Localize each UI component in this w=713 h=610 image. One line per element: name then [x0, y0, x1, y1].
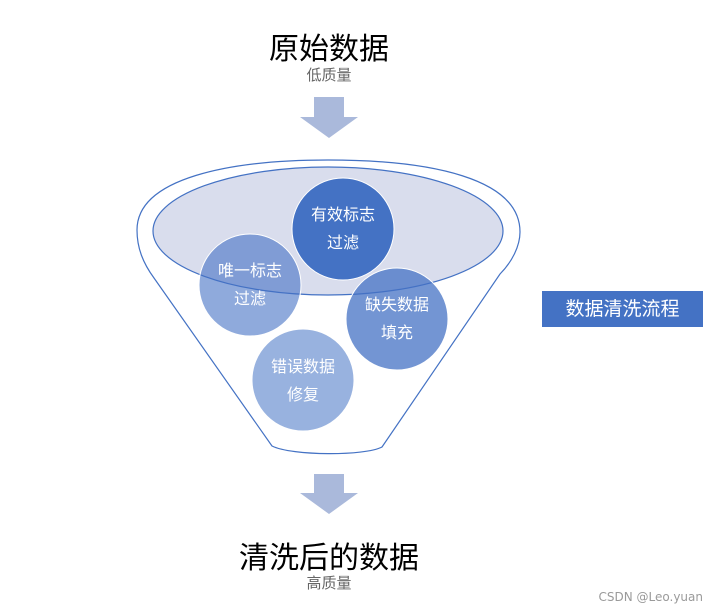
step-label-line1: 有效标志 [311, 205, 375, 224]
process-label: 数据清洗流程 [542, 291, 703, 327]
source-data-quality: 低质量 [306, 66, 352, 84]
step-circle-unique-flag-filter [198, 233, 302, 337]
step-label-line1: 缺失数据 [365, 295, 429, 314]
step-circle-missing-data-fill [345, 267, 449, 371]
step-label-line2: 过滤 [234, 289, 266, 308]
step-circle-error-data-repair [251, 328, 355, 432]
cleaned-data-title: 清洗后的数据 [239, 541, 419, 576]
cleaned-data-quality: 高质量 [306, 574, 352, 592]
watermark-text: CSDN @Leo.yuan [598, 590, 704, 604]
step-circle-valid-flag-filter [291, 177, 395, 281]
step-label-line1: 唯一标志 [218, 261, 282, 280]
step-label-line2: 修复 [287, 385, 319, 404]
step-label-line1: 错误数据 [271, 357, 335, 376]
down-arrow-bottom [300, 474, 358, 514]
down-arrow-top [300, 97, 358, 138]
step-label-line2: 过滤 [327, 233, 359, 252]
source-data-title: 原始数据 [269, 32, 389, 67]
step-label-line2: 填充 [381, 323, 413, 342]
